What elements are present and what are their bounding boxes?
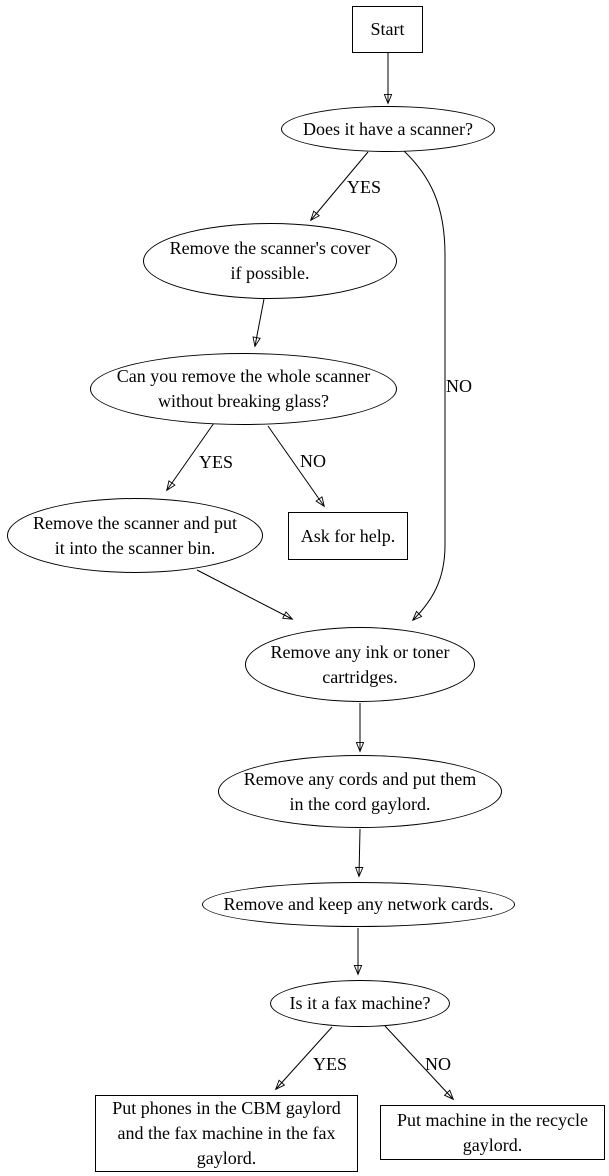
edge-label-fax-yes: YES	[312, 1054, 348, 1074]
node-phones-gaylord: Put phones in the CBM gaylord and the fa…	[95, 1095, 358, 1172]
node-fax-machine: Is it a fax machine?	[270, 980, 450, 1027]
edge-remove-whole-scanner-bin	[166, 422, 215, 492]
node-ink-toner: Remove any ink or toner cartridges.	[245, 627, 475, 702]
node-recycle-gaylord: Put machine in the recycle gaylord.	[380, 1105, 605, 1160]
node-has-scanner: Does it have a scanner?	[281, 106, 495, 152]
edge-label-has-scanner-no: NO	[446, 376, 472, 396]
edge-fax-machine-recycle	[384, 1025, 455, 1101]
edge-remove-whole-ask-help	[267, 425, 325, 508]
node-start: Start	[352, 6, 423, 53]
edge-remove-cover-remove-whole	[252, 298, 265, 348]
edge-label-remove-whole-yes: YES	[198, 452, 234, 472]
edge-label-remove-whole-no: NO	[300, 451, 326, 471]
edge-has-scanner-remove-cover	[309, 151, 369, 222]
node-cords: Remove any cords and put them in the cor…	[218, 755, 502, 828]
edge-has-scanner-ink-toner	[403, 150, 446, 622]
edge-label-has-scanner-yes: YES	[346, 177, 382, 197]
node-scanner-bin: Remove the scanner and put it into the s…	[7, 498, 263, 573]
edge-fax-machine-phones	[274, 1026, 333, 1091]
node-network-cards: Remove and keep any network cards.	[202, 882, 515, 927]
node-ask-for-help: Ask for help.	[288, 512, 408, 560]
edge-cords-network-cards	[354, 828, 364, 878]
edge-label-fax-no: NO	[425, 1054, 451, 1074]
edge-scanner-bin-ink-toner	[196, 569, 294, 620]
node-remove-whole-scanner: Can you remove the whole scanner without…	[90, 353, 397, 425]
node-remove-cover: Remove the scanner's cover if possible.	[143, 223, 397, 299]
